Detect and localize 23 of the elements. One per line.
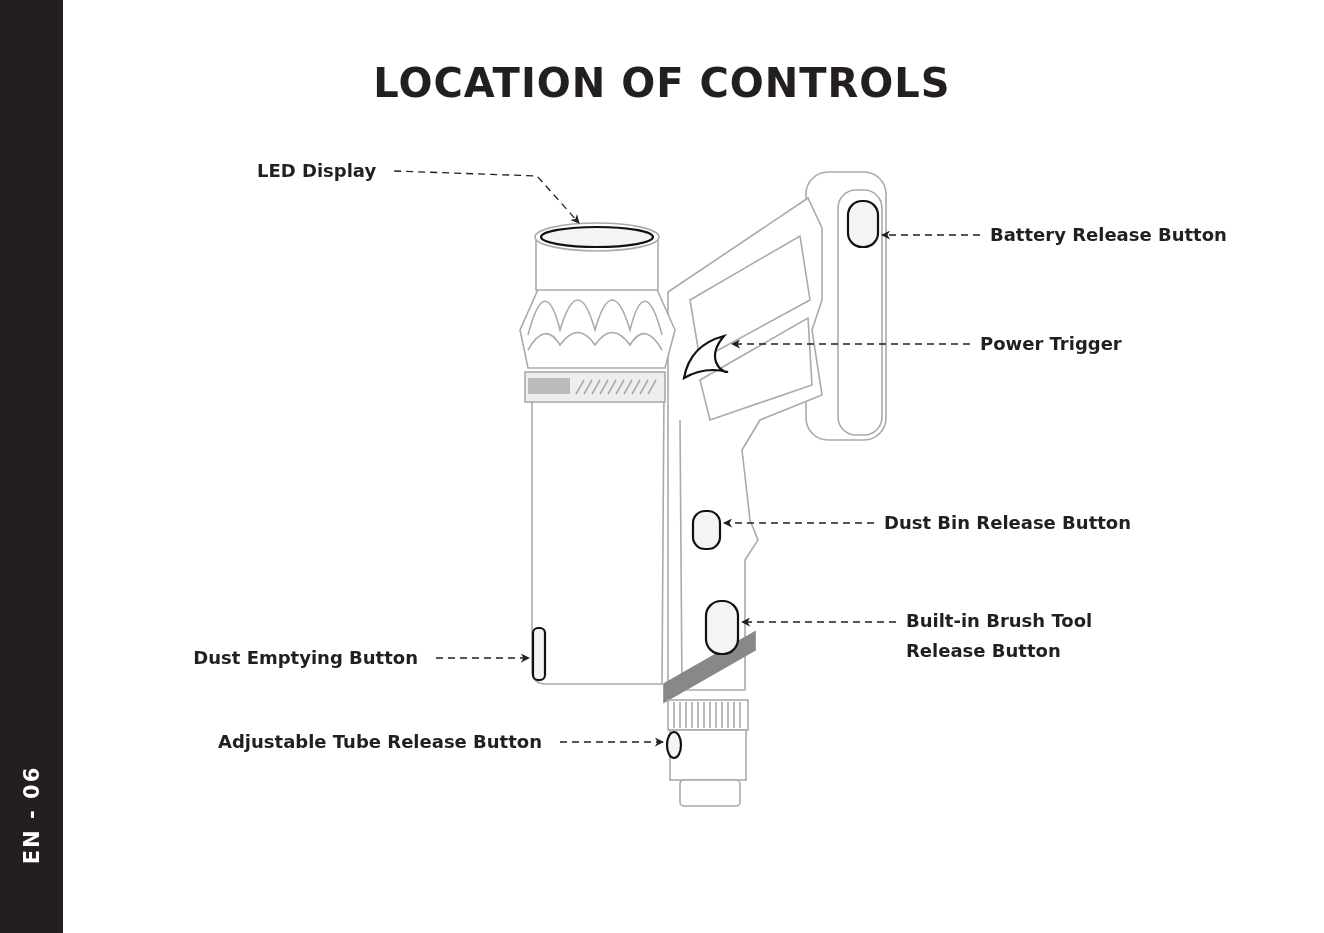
leader-line [731, 339, 971, 349]
leader-line [881, 230, 981, 240]
dust-bin-release-button [691, 509, 722, 551]
leader-line [559, 737, 664, 747]
dust-emptying-button [531, 626, 547, 682]
power-trigger [682, 334, 730, 380]
callout-label: Battery Release Button [990, 220, 1227, 250]
led-display-ring [539, 225, 655, 249]
leader-line [393, 170, 580, 224]
page-number: EN - 06 [20, 765, 44, 865]
callout-label: Adjustable Tube Release Button [218, 727, 542, 757]
leader-line [435, 653, 530, 663]
title: LOCATION OF CONTROLS [373, 60, 951, 106]
callout-label: Built-in Brush Tool Release Button [906, 606, 1136, 666]
leader-line [741, 617, 897, 627]
brush-tool-release-button [704, 599, 740, 656]
tube-release-button [665, 730, 683, 760]
battery-release-button [846, 199, 880, 249]
leader-line [723, 518, 875, 528]
callout-label: Dust Emptying Button [193, 643, 418, 673]
callout-label: LED Display [257, 156, 377, 186]
callout-label: Power Trigger [980, 329, 1122, 359]
callout-label: Dust Bin Release Button [884, 508, 1132, 538]
